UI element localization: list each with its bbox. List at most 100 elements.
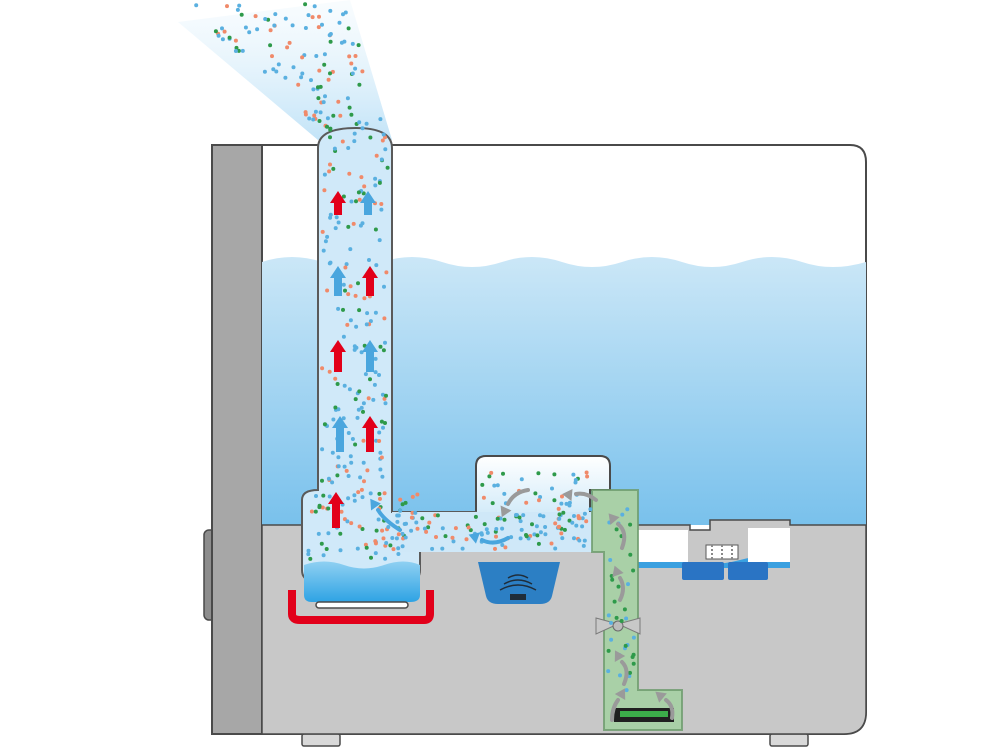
droplet xyxy=(322,62,327,67)
droplet xyxy=(328,8,333,13)
droplet xyxy=(347,171,352,176)
droplet xyxy=(379,419,384,424)
droplet xyxy=(396,513,401,518)
droplet xyxy=(533,491,538,496)
droplet xyxy=(396,546,401,551)
droplet xyxy=(609,620,613,625)
droplet xyxy=(337,20,342,25)
droplet xyxy=(373,176,378,181)
droplet xyxy=(300,55,305,60)
droplet xyxy=(357,120,362,125)
droplet xyxy=(227,35,232,40)
droplet xyxy=(490,501,495,506)
droplet xyxy=(336,306,341,311)
droplet xyxy=(317,119,322,123)
droplet xyxy=(422,526,427,531)
droplet xyxy=(348,247,353,252)
curved-arrow-icon xyxy=(506,488,530,506)
droplet xyxy=(345,519,350,524)
droplet xyxy=(538,530,543,535)
droplet xyxy=(364,121,369,126)
curved-arrow-icon xyxy=(616,522,627,550)
fan-motor xyxy=(614,708,674,722)
float-box-2 xyxy=(748,528,790,562)
droplet xyxy=(343,10,348,15)
droplet xyxy=(372,382,377,387)
droplet xyxy=(464,537,469,542)
heater-element xyxy=(315,601,409,609)
droplet xyxy=(296,82,301,87)
droplet xyxy=(403,500,408,505)
droplet xyxy=(309,78,313,83)
droplet xyxy=(341,416,346,421)
arrow-up-icon xyxy=(328,492,344,528)
droplet xyxy=(213,29,218,34)
droplet xyxy=(299,75,304,80)
droplet xyxy=(334,215,339,220)
droplet xyxy=(359,487,364,492)
droplet xyxy=(380,392,385,397)
droplet xyxy=(584,470,589,475)
droplet xyxy=(367,258,371,262)
droplet xyxy=(524,500,529,505)
droplet xyxy=(610,577,615,582)
droplet xyxy=(373,183,378,188)
droplet xyxy=(357,197,362,202)
droplet xyxy=(384,270,389,275)
droplet xyxy=(366,396,371,401)
droplet xyxy=(430,546,435,551)
droplet xyxy=(361,409,365,414)
droplet xyxy=(388,543,393,548)
droplet xyxy=(270,54,274,59)
droplet xyxy=(353,66,358,71)
tank-valve xyxy=(682,544,768,580)
droplet xyxy=(435,513,440,518)
droplet xyxy=(521,513,526,518)
droplet xyxy=(273,12,278,17)
droplet xyxy=(361,438,366,443)
droplet xyxy=(234,45,239,50)
droplet xyxy=(619,619,624,623)
droplet xyxy=(616,584,621,589)
droplet xyxy=(233,38,238,43)
droplet xyxy=(320,447,325,452)
droplet xyxy=(377,491,382,496)
droplet xyxy=(346,474,351,478)
droplet xyxy=(236,48,241,53)
droplet xyxy=(420,516,425,521)
droplet xyxy=(287,40,292,45)
droplet xyxy=(381,536,386,541)
droplet xyxy=(353,54,358,58)
droplet xyxy=(574,523,579,528)
droplet xyxy=(311,87,316,92)
droplet xyxy=(353,397,358,402)
droplet xyxy=(328,32,333,36)
droplet xyxy=(303,112,308,117)
droplet xyxy=(373,310,378,315)
curved-arrow-icon xyxy=(574,491,598,502)
droplet xyxy=(556,525,561,529)
droplet xyxy=(403,535,408,540)
arrow-up-icon xyxy=(362,340,378,372)
droplet xyxy=(331,113,336,118)
curved-arrow-icon xyxy=(664,698,675,720)
droplet xyxy=(342,39,347,44)
droplet xyxy=(356,43,361,48)
droplet xyxy=(239,12,244,17)
droplet xyxy=(352,493,357,498)
cool-arrows xyxy=(330,191,378,452)
droplet xyxy=(549,541,554,546)
droplet xyxy=(194,3,199,8)
droplet xyxy=(362,184,367,189)
droplet xyxy=(355,546,360,551)
droplet xyxy=(630,655,635,659)
droplet xyxy=(572,536,576,541)
fan-icon xyxy=(595,617,641,635)
droplet xyxy=(306,548,311,553)
droplet xyxy=(571,472,576,477)
droplet xyxy=(343,288,347,293)
droplet xyxy=(631,568,636,573)
droplet xyxy=(360,221,365,226)
droplet xyxy=(321,100,326,105)
droplet xyxy=(317,14,321,19)
